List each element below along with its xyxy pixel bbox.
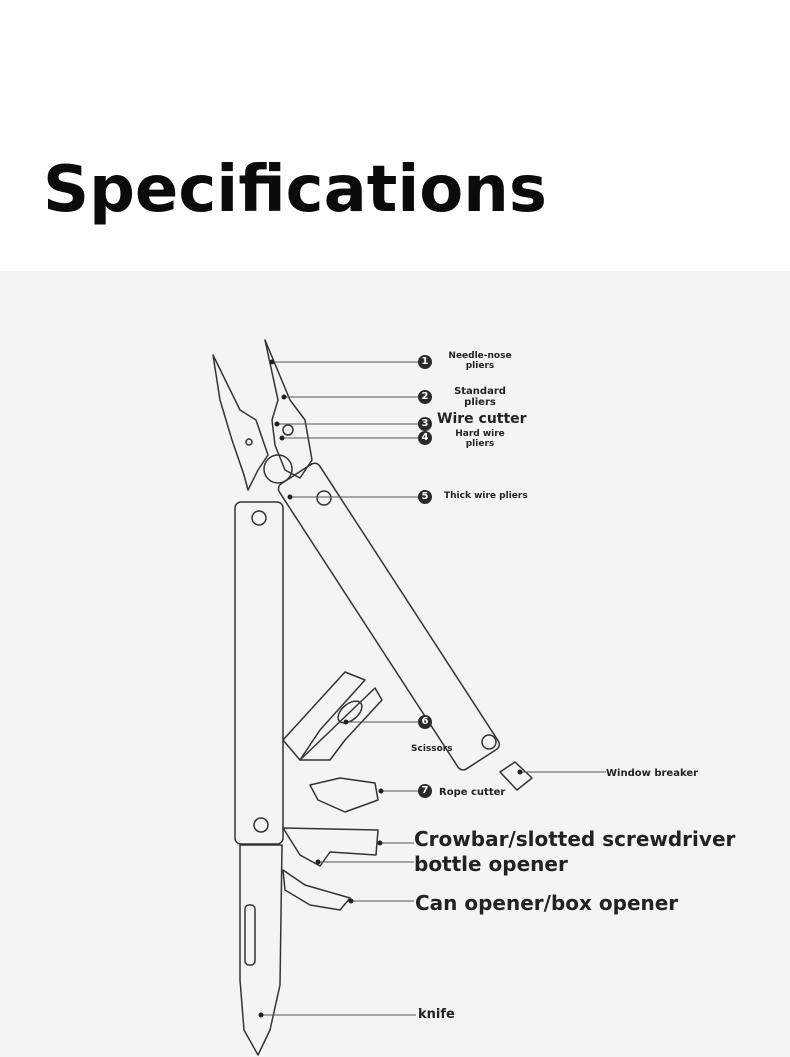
callout-marker-6: 6: [418, 715, 432, 729]
callout-marker-2: 2: [418, 390, 432, 404]
label-knife: knife: [418, 1008, 455, 1022]
label-window-breaker: Window breaker: [606, 768, 698, 779]
right-handle-screw-top: [317, 491, 331, 505]
can-opener-tool: [283, 870, 350, 910]
scissors-blade: [283, 672, 365, 760]
left-handle: [235, 502, 283, 844]
label-can-opener: Can opener/box opener: [415, 891, 678, 916]
label-bottle-opener: bottle opener: [414, 852, 568, 877]
right-handle: [276, 461, 501, 772]
pivot-small: [246, 439, 252, 445]
label-crowbar: Crowbar/slotted screwdriver: [414, 827, 735, 852]
right-handle-screw-bottom: [482, 735, 496, 749]
crowbar-tool: [283, 828, 378, 866]
callout-marker-4: 4: [418, 431, 432, 445]
wire-cutter-circle: [283, 425, 293, 435]
label-rope-cutter: Rope cutter: [439, 787, 505, 798]
knife-blade: [240, 845, 282, 1055]
label-scissors: Scissors: [411, 745, 453, 755]
callout-marker-3: 3: [418, 417, 432, 431]
label-standard-pliers: Standard pliers: [452, 386, 508, 408]
left-handle-screw-bottom: [254, 818, 268, 832]
scissors-blade-2: [300, 688, 382, 760]
label-needle-nose-pliers: Needle-nose pliers: [448, 352, 512, 372]
callout-marker-5: 5: [418, 490, 432, 504]
knife-nail-nick: [245, 905, 255, 965]
label-hard-wire-pliers: Hard wire pliers: [452, 430, 508, 450]
label-wire-cutter: Wire cutter: [437, 412, 527, 427]
window-breaker-tip: [500, 762, 532, 790]
rope-cutter-tool: [310, 778, 378, 812]
callout-marker-1: 1: [418, 355, 432, 369]
label-thick-wire-pliers: Thick wire pliers: [444, 492, 528, 502]
left-handle-screw-top: [252, 511, 266, 525]
callout-marker-7: 7: [418, 784, 432, 798]
plier-left-jaw: [213, 355, 268, 490]
